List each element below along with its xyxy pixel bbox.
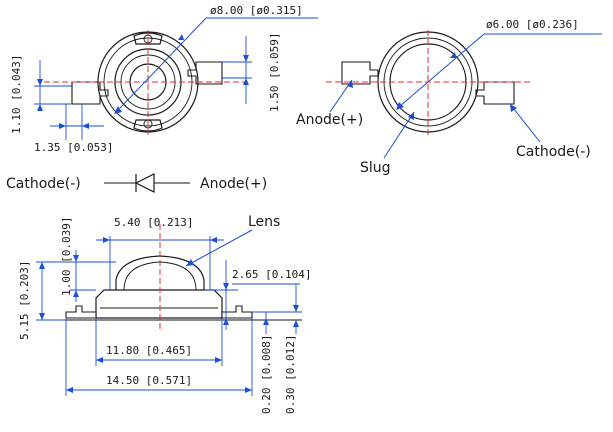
lens-width-label: 5.40 [0.213] <box>114 216 193 229</box>
bottom-tab <box>133 119 163 132</box>
right-lead <box>187 61 223 85</box>
lead-length-label: 1.35 [0.053] <box>34 141 113 154</box>
side-body <box>95 289 223 319</box>
cathode-symbol-label: Cathode(-) <box>6 176 81 192</box>
anode-label-top: Anode(+) <box>296 112 363 128</box>
side-lead-left <box>65 305 97 319</box>
diode-symbol: Cathode(-) Anode(+) <box>6 173 267 193</box>
top-left-view: ø8.00 [ø0.315] 1.10 [0.043] 1.35 [0.053]… <box>10 4 318 154</box>
anode-symbol-label: Anode(+) <box>200 176 267 192</box>
top-left-diameter-label: ø8.00 [ø0.315] <box>210 4 303 17</box>
cathode-lead <box>475 81 515 105</box>
lead-thickness-b-label: 0.30 [0.012] <box>284 335 297 414</box>
slug-label: Slug <box>360 160 391 176</box>
lead-height-label: 1.10 [0.043] <box>10 55 23 134</box>
diameter-leader <box>119 17 207 109</box>
lens-height-label: 1.00 [0.039] <box>60 217 73 296</box>
overall-width-label: 14.50 [0.571] <box>106 374 192 387</box>
body-width-label: 11.80 [0.465] <box>106 344 192 357</box>
top-right-view: ø6.00 [ø0.236] Anode(+) Cathode(-) Slug <box>296 18 602 176</box>
lead-thickness-a-label: 0.20 [0.008] <box>260 335 273 414</box>
side-lead-right <box>221 305 253 319</box>
lens-label: Lens <box>248 214 280 230</box>
body-height-label: 2.65 [0.104] <box>232 268 311 281</box>
diameter-arrow-bottom <box>114 106 122 114</box>
lead-offset-label: 1.50 [0.059] <box>268 33 281 112</box>
anode-lead <box>341 61 379 85</box>
diameter-arrow-top <box>178 34 184 40</box>
top-right-diameter-label: ø6.00 [ø0.236] <box>486 18 579 31</box>
top-tab <box>133 32 163 45</box>
cathode-label-top: Cathode(-) <box>516 144 591 160</box>
side-view: Lens 5.40 [0.213] 1.00 [0.039] 5.15 [0.2… <box>18 214 311 414</box>
total-height-label: 5.15 [0.203] <box>18 261 31 340</box>
left-lead <box>71 81 109 105</box>
diode-triangle <box>134 173 155 193</box>
